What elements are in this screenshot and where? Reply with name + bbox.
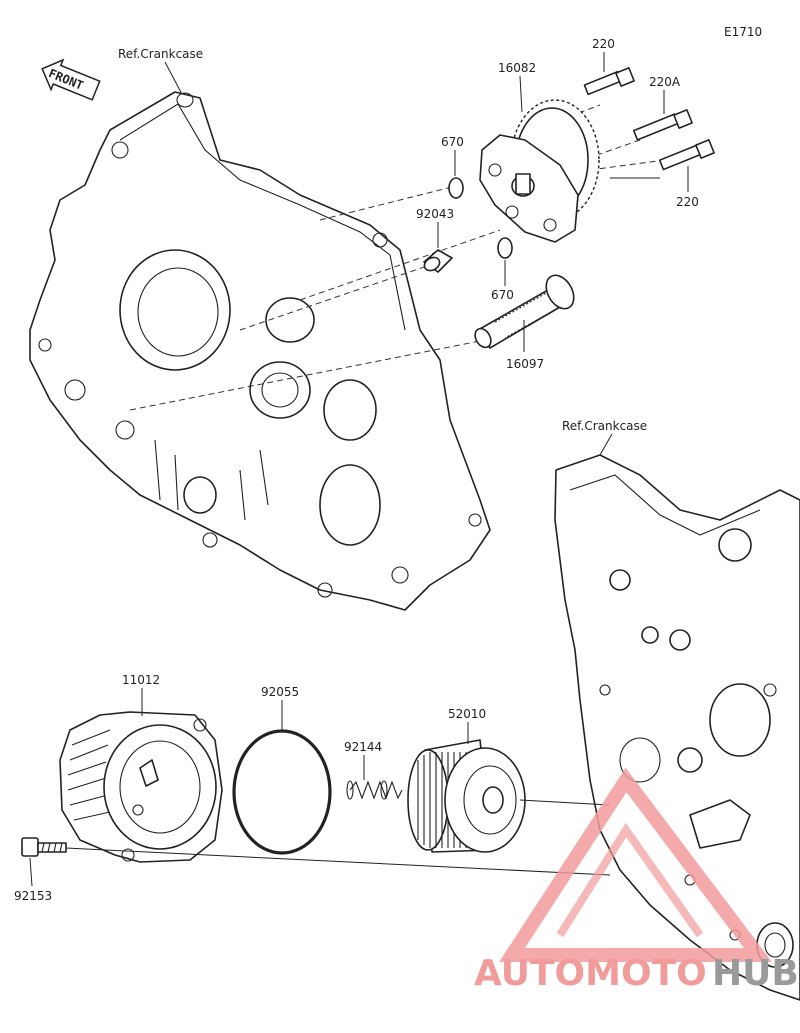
watermark-text-1: AUTOMOTO: [474, 953, 707, 994]
oil-filter-52010: 52010: [407, 707, 526, 853]
o-ring-670-top: 670: [441, 135, 464, 199]
label-92055: 92055: [261, 685, 299, 699]
label-670-top: 670: [441, 135, 464, 149]
label-11012: 11012: [122, 673, 160, 687]
label-220-top: 220: [592, 37, 615, 51]
watermark-text-2: HUB: [712, 953, 799, 994]
ref-crankcase-label-2: Ref.Crankcase: [562, 419, 647, 433]
label-220-right: 220: [676, 195, 699, 209]
label-670-bottom: 670: [491, 288, 514, 302]
label-92153: 92153: [14, 889, 52, 903]
label-16082: 16082: [498, 61, 536, 75]
alignment-lines-lower: [65, 799, 611, 876]
bolt-220-right: 220: [658, 139, 715, 209]
automotohub-watermark: AUTOMOTO HUB: [474, 767, 799, 994]
front-arrow-icon: FRONT: [41, 58, 101, 101]
crankcase-upper: Ref.Crankcase: [29, 47, 491, 611]
spring-92144: 92144: [344, 740, 403, 800]
o-ring-92055: 92055: [232, 685, 332, 855]
oil-pump-assembly: 16082: [479, 61, 600, 243]
crankcase-lower: Ref.Crankcase: [554, 419, 800, 1001]
filter-cap-11012: 11012: [59, 673, 223, 863]
label-92043: 92043: [416, 207, 454, 221]
o-ring-670-bottom: 670: [491, 237, 514, 302]
ref-crankcase-label-1: Ref.Crankcase: [118, 47, 203, 61]
dowel-pin-92043: 92043: [416, 207, 454, 273]
bolt-92153: 92153: [14, 837, 67, 903]
label-92144: 92144: [344, 740, 382, 754]
bolt-220-top: 220: [583, 37, 635, 96]
diagram-code: E1710: [724, 25, 762, 39]
bolt-220a: 220A: [632, 75, 693, 141]
label-220a: 220A: [649, 75, 681, 89]
oil-strainer-16097: 16097: [474, 274, 575, 371]
label-52010: 52010: [448, 707, 486, 721]
label-16097: 16097: [506, 357, 544, 371]
